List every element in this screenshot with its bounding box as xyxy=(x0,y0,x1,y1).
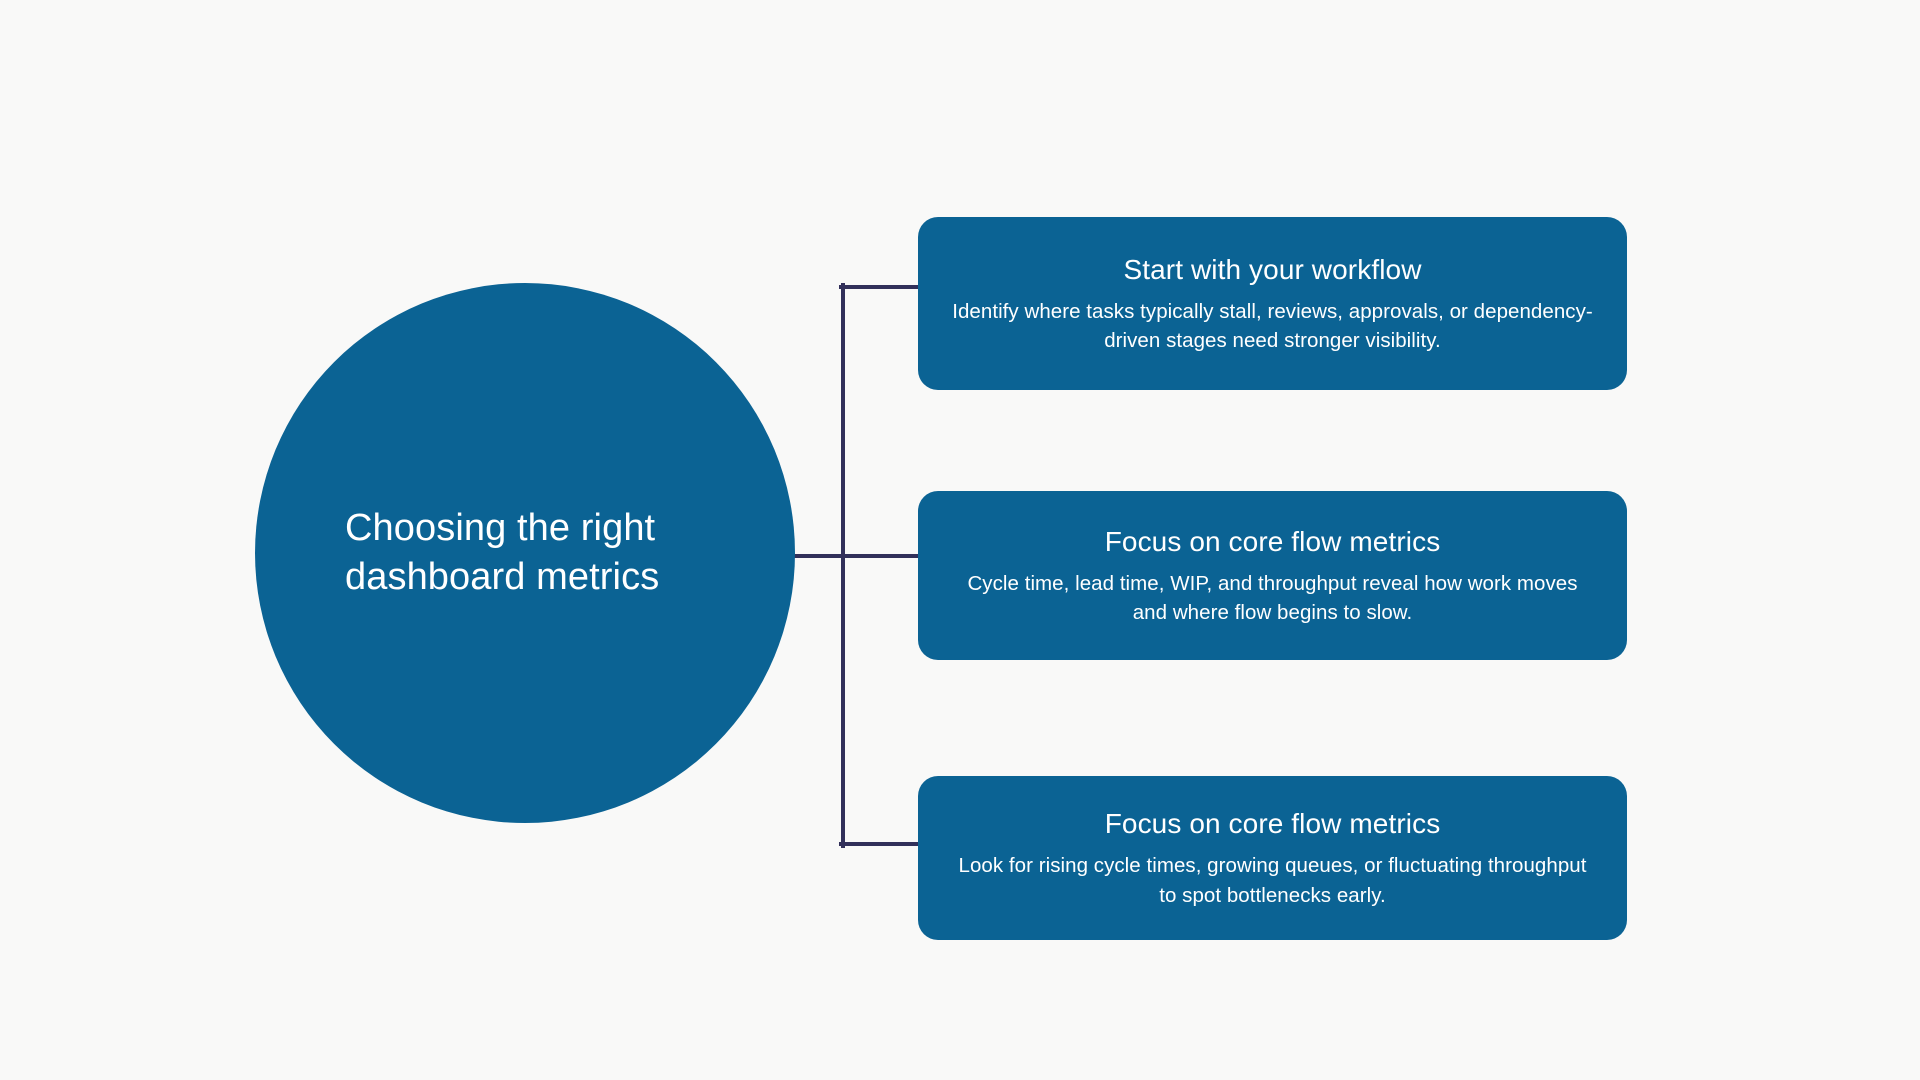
branch-card-2[interactable]: Focus on core flow metrics Cycle time, l… xyxy=(918,491,1627,660)
branch-card-2-title: Focus on core flow metrics xyxy=(1104,525,1441,557)
branch-card-3-description: Look for rising cycle times, growing que… xyxy=(958,854,1587,907)
hub-label: Choosing the right dashboard metrics xyxy=(345,506,660,598)
branch-card-1-description: Identify where tasks typically stall, re… xyxy=(952,299,1593,352)
branch-card-3-title: Focus on core flow metrics xyxy=(1104,808,1441,840)
hub-node[interactable]: Choosing the right dashboard metrics xyxy=(255,283,795,823)
branch-card-2-description: Cycle time, lead time, WIP, and throughp… xyxy=(967,571,1578,624)
branch-card-1-title: Start with your workflow xyxy=(1123,253,1422,285)
branch-card-1[interactable]: Start with your workflow Identify where … xyxy=(918,217,1627,390)
branch-card-3[interactable]: Focus on core flow metrics Look for risi… xyxy=(918,776,1627,940)
